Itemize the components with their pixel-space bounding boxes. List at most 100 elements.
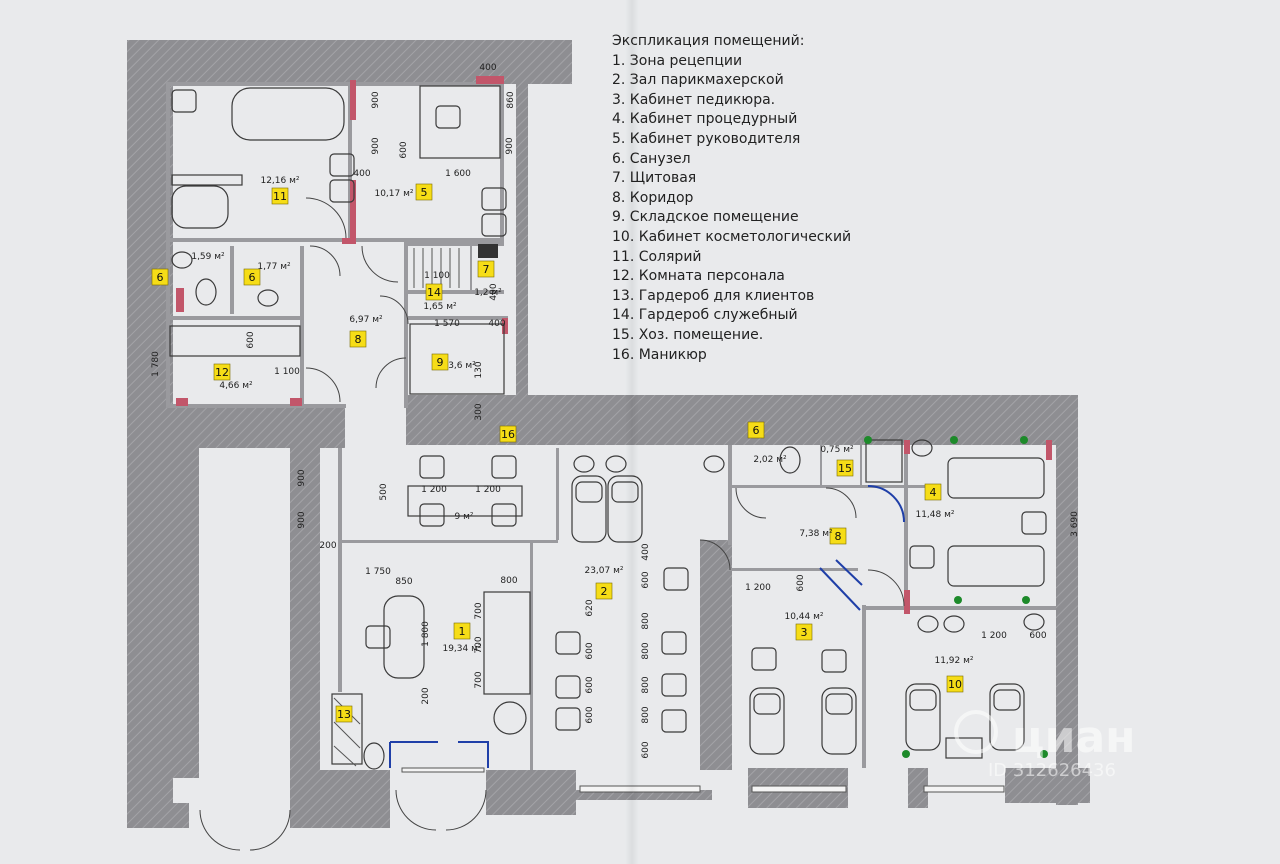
furniture [407, 485, 523, 517]
legend-title: Экспликация помещений: [612, 33, 805, 49]
wall-pier [176, 398, 188, 406]
chair [435, 105, 461, 129]
chair [171, 89, 197, 113]
room-number-tag [271, 187, 289, 205]
door-swing [867, 569, 905, 607]
dimension-label: 300 [474, 403, 484, 420]
furniture [383, 595, 425, 679]
door-swing [699, 539, 731, 571]
dimension-label: 1 750 [365, 567, 391, 577]
dimension-label: 900 [297, 511, 307, 528]
dimension-label: 1 100 [424, 271, 450, 281]
room-number-tag [747, 421, 765, 439]
wall-pier [176, 288, 184, 312]
legend-item: 13. Гардероб для клиентов [612, 287, 815, 304]
chair [661, 709, 687, 733]
sink [943, 615, 965, 633]
outer-wall [290, 448, 320, 778]
sink [605, 455, 627, 473]
furniture [409, 323, 505, 395]
room-number: 4 [930, 486, 937, 499]
room-area: 1,59 м² [191, 252, 225, 262]
room-4-marker: 411,48 м² [915, 483, 955, 520]
wall-pier [290, 398, 302, 406]
dimension-label: 700 [474, 671, 484, 688]
dimension-label: 130 [474, 361, 484, 378]
room-number-tag [477, 260, 495, 278]
room-area: 7,38 м² [799, 529, 833, 539]
chair [419, 455, 445, 479]
furniture [171, 174, 243, 186]
plant-icon [864, 436, 872, 444]
partition-wall [338, 546, 342, 692]
room-area: 0,75 м² [820, 445, 854, 455]
partition-wall [470, 246, 472, 290]
salon-chair-back [575, 481, 603, 503]
outer-wall [1005, 768, 1090, 803]
furniture [947, 545, 1045, 587]
room-number-tag [151, 268, 169, 286]
toilet [363, 742, 385, 770]
door-swing [395, 789, 437, 831]
salon-chair-back [753, 693, 781, 715]
legend-item: 11. Солярий [612, 248, 702, 265]
room-number: 8 [355, 333, 362, 346]
dimension-label: 1 200 [981, 631, 1007, 641]
plant-icon [954, 596, 962, 604]
chair [555, 631, 581, 655]
dimension-label: 400 [489, 283, 499, 300]
wall-pier [350, 80, 356, 120]
door [819, 567, 861, 611]
room-6-marker: 61,77 м² [243, 262, 291, 286]
room-number-tag [415, 183, 433, 201]
dimension-label: 400 [641, 543, 651, 560]
room-3-marker: 310,44 м² [784, 612, 824, 641]
room-area: 3,6 м² [448, 361, 476, 371]
watermark-logo-icon [954, 710, 998, 754]
dimension-label: 600 [399, 141, 409, 158]
room-number-tag [795, 623, 813, 641]
dimension-label: 1 200 [475, 485, 501, 495]
partition-wall [820, 440, 822, 485]
door-swing [735, 487, 767, 519]
legend-item: 7. Щитовая [612, 170, 697, 187]
partition-wall [338, 448, 342, 546]
room-number-tag [453, 622, 471, 640]
legend-item: 12. Комната персонала [612, 268, 785, 285]
dimension-label: 600 [585, 642, 595, 659]
room-area: 4,66 м² [219, 381, 253, 391]
room-13-marker: 13 [335, 705, 353, 723]
legend-item: 8. Коридор [612, 189, 694, 206]
chair [419, 503, 445, 527]
room-area: 1,2 м² [474, 288, 502, 298]
legend-item: 4. Кабинет процедурный [612, 111, 798, 128]
dimension-label: 3 690 [1070, 511, 1080, 537]
outer-wall [700, 540, 732, 770]
dimension-label: 400 [479, 63, 496, 73]
dimension-label: 1 780 [151, 351, 161, 377]
partition-wall [166, 242, 170, 406]
partition-wall [166, 404, 346, 408]
partition-wall [166, 238, 346, 242]
door [867, 485, 905, 523]
outer-wall [406, 395, 1078, 445]
door [389, 741, 438, 768]
furniture [483, 591, 531, 695]
room-number: 3 [801, 626, 808, 639]
dimension-label: 800 [641, 642, 651, 659]
chair [909, 545, 935, 569]
chair [661, 673, 687, 697]
room-number: 11 [273, 190, 287, 203]
chair [329, 179, 355, 203]
partition-wall [728, 568, 858, 571]
room-number: 8 [835, 530, 842, 543]
dimension-label: 1 800 [421, 621, 431, 647]
room-area: 10,17 м² [374, 189, 413, 199]
room-area: 1,77 м² [257, 262, 291, 272]
chair [821, 649, 847, 673]
dimension-label: 900 [371, 91, 381, 108]
wall-pier [476, 76, 504, 84]
